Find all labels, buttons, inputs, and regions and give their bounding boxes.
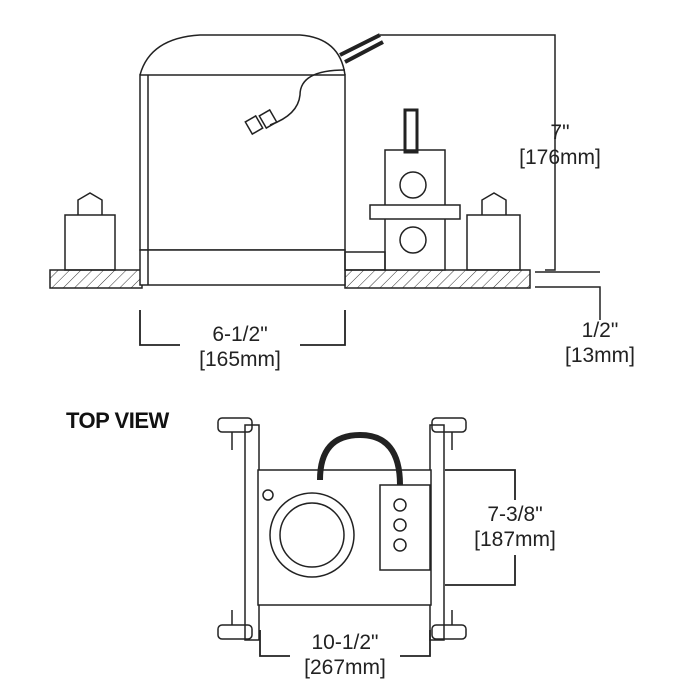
- mounting-bar-right: [429, 424, 445, 641]
- mounting-bar-left: [244, 424, 260, 641]
- top-view: [217, 417, 516, 657]
- ceiling-right: [344, 269, 531, 289]
- height-dim-line: [380, 34, 556, 271]
- top-view-title: TOP VIEW: [66, 408, 169, 433]
- height-imperial: 7": [550, 121, 570, 144]
- side-view: [49, 33, 601, 346]
- width-dim-line: [259, 630, 431, 657]
- aperture-dimension: 6-1/2" [165mm]: [180, 322, 300, 372]
- housing-body: [139, 74, 346, 251]
- flex-conduit: [339, 33, 384, 64]
- width-metric: [267mm]: [304, 656, 386, 679]
- depth-dimension: 7-3/8" [187mm]: [455, 502, 575, 552]
- depth-metric: [187mm]: [474, 528, 556, 551]
- clips: [217, 417, 467, 640]
- width-dimension: 10-1/2" [267mm]: [285, 630, 405, 680]
- wire-lead: [269, 69, 346, 126]
- ceiling-dim-line: [535, 271, 601, 320]
- bracket-right: [466, 214, 521, 271]
- aperture-dim-line: [139, 310, 346, 346]
- junction-box-top: [379, 484, 431, 571]
- aperture: [269, 492, 355, 578]
- plate: [257, 469, 432, 606]
- depth-imperial: 7-3/8": [487, 503, 543, 526]
- aperture-imperial: 6-1/2": [212, 323, 268, 346]
- depth-dim-line: [445, 469, 516, 586]
- housing-dome: [139, 34, 346, 76]
- aperture-metric: [165mm]: [199, 348, 281, 371]
- flex-conduit-top: [317, 431, 403, 486]
- ceiling-imperial: 1/2": [581, 319, 619, 342]
- housing-trim: [139, 249, 346, 286]
- ceiling-left: [49, 269, 143, 289]
- height-metric: [176mm]: [519, 146, 601, 169]
- width-imperial: 10-1/2": [311, 631, 379, 654]
- bracket-left: [64, 214, 116, 271]
- ceiling-metric: [13mm]: [564, 344, 635, 367]
- ceiling-dimension: 1/2" [13mm]: [540, 318, 660, 368]
- height-dimension: 7" [176mm]: [500, 120, 620, 170]
